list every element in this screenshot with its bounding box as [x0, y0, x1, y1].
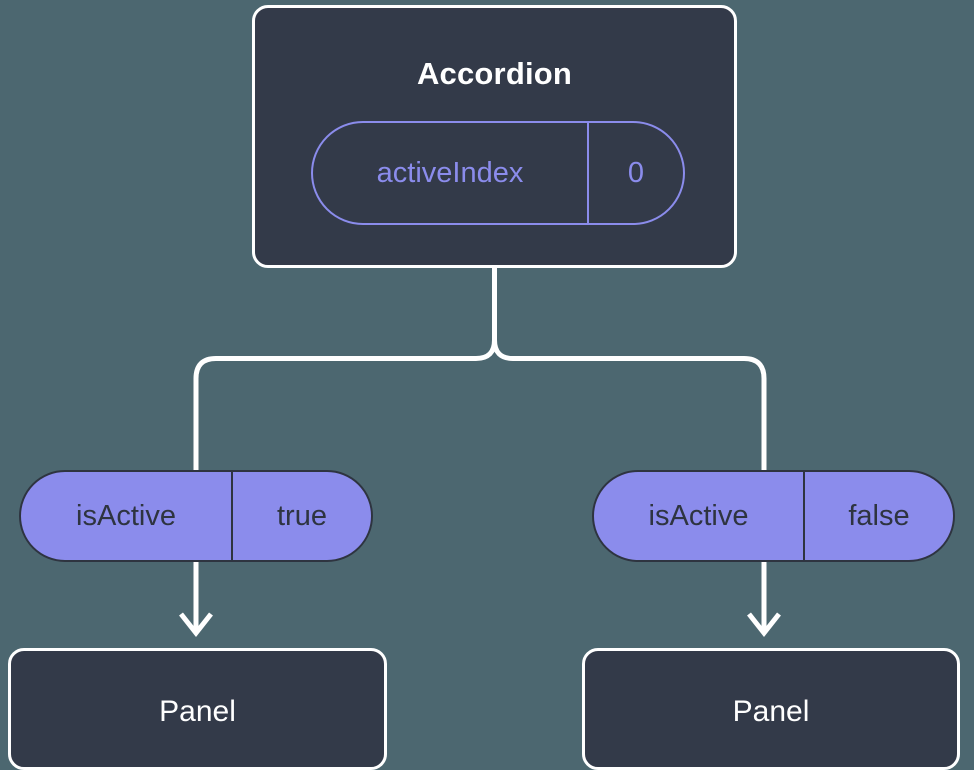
- node-accordion[interactable]: Accordion activeIndex 0: [252, 5, 737, 268]
- prop-chip-value: true: [277, 499, 327, 532]
- state-chip-active-index[interactable]: activeIndex 0: [311, 121, 685, 225]
- prop-chip-is-active-true[interactable]: isActive true: [19, 470, 373, 562]
- prop-chip-is-active-false[interactable]: isActive false: [592, 470, 955, 562]
- node-panel-left[interactable]: Panel: [8, 648, 387, 770]
- arrow-right-head: [747, 612, 781, 638]
- connector-branch-left: [193, 339, 497, 470]
- state-chip-key: activeIndex: [313, 123, 589, 223]
- node-panel-right[interactable]: Panel: [582, 648, 960, 770]
- connector-branch-right: [492, 339, 767, 470]
- node-accordion-title: Accordion: [416, 56, 573, 91]
- node-panel-left-label: Panel: [159, 695, 236, 728]
- prop-chip-key: isActive: [594, 472, 805, 560]
- node-panel-right-label: Panel: [732, 695, 810, 728]
- arrow-left-head: [179, 612, 213, 638]
- prop-chip-value: false: [848, 499, 910, 532]
- state-chip-value: 0: [627, 156, 645, 189]
- prop-chip-key: isActive: [21, 472, 233, 560]
